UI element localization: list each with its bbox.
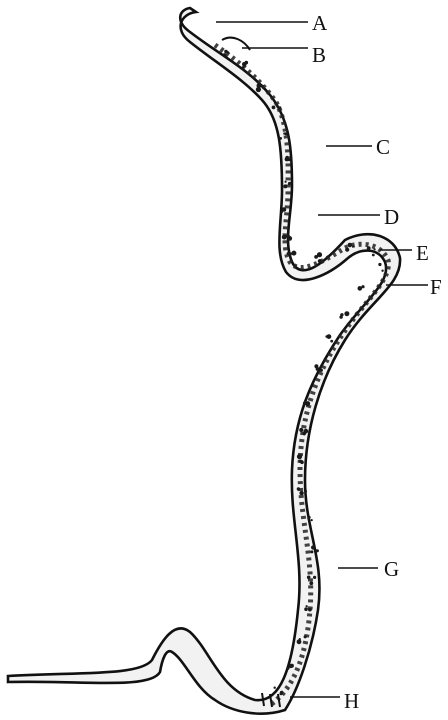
larva-body-outline [8, 8, 400, 714]
granule-dot [224, 50, 228, 54]
granule-dot [361, 285, 364, 288]
granule-dot [286, 156, 289, 159]
granule-dot [223, 53, 227, 57]
granule-dot [282, 208, 285, 211]
granule-dot [280, 691, 283, 694]
granule-dot [308, 608, 312, 612]
granule-dot [381, 270, 383, 272]
granule-dot [283, 184, 287, 188]
granule-dot [348, 243, 353, 248]
granule-dot [285, 181, 287, 183]
granule-dot [306, 605, 308, 607]
granule-dot [290, 664, 294, 668]
granule-dot [288, 182, 291, 185]
granule-dot [291, 251, 296, 256]
label-G: G [384, 557, 399, 581]
granule-dot [318, 259, 322, 263]
granule-dot [272, 106, 276, 110]
granule-dot [305, 490, 307, 492]
granule-dot [242, 66, 245, 69]
granule-dot [309, 581, 313, 585]
granule-dot [345, 248, 349, 252]
granule-dot [330, 340, 333, 343]
granule-dot [367, 246, 371, 250]
granule-dot [352, 245, 354, 247]
label-B: B [312, 43, 326, 67]
granule-dot [300, 461, 304, 465]
granule-dot [358, 286, 360, 288]
granule-dot [307, 518, 309, 520]
granule-dot [286, 234, 290, 238]
granule-dot [261, 85, 264, 88]
label-D: D [384, 205, 399, 229]
granule-dot [297, 487, 300, 490]
granule-dot [311, 519, 313, 521]
granule-dot [299, 428, 303, 432]
granule-dot [316, 549, 319, 552]
granule-dot [374, 248, 376, 250]
granule-dot [305, 401, 310, 406]
granule-dot [297, 639, 302, 644]
granule-dot [316, 367, 320, 371]
granule-dot [304, 635, 307, 638]
granule-dot [313, 576, 316, 579]
granule-dot [288, 252, 292, 256]
granule-dot [311, 545, 315, 549]
label-A: A [312, 11, 328, 35]
granule-dot [285, 132, 288, 135]
granule-dot [307, 576, 311, 580]
granule-dot [257, 83, 262, 88]
granule-dot [378, 263, 381, 266]
granule-dot [317, 252, 322, 257]
label-H: H [344, 689, 359, 713]
granule-dot [279, 106, 282, 109]
granule-dot [279, 137, 282, 140]
granule-dot [339, 315, 342, 318]
granule-dot [320, 369, 323, 372]
granule-dot [299, 491, 303, 495]
granule-dot [325, 335, 328, 338]
granule-dot [372, 254, 375, 257]
granule-dot [344, 311, 349, 316]
granule-dot [281, 211, 283, 213]
granule-dot [304, 607, 308, 611]
granule-dot [282, 235, 287, 240]
granule-dot [297, 454, 302, 459]
granule-dot [310, 550, 313, 553]
granule-dot [304, 429, 309, 434]
granule-dot [245, 61, 249, 65]
label-F: F [430, 275, 442, 299]
granule-dot [276, 105, 279, 108]
granule-dot [274, 687, 276, 689]
label-C: C [376, 135, 390, 159]
label-E: E [416, 241, 429, 265]
